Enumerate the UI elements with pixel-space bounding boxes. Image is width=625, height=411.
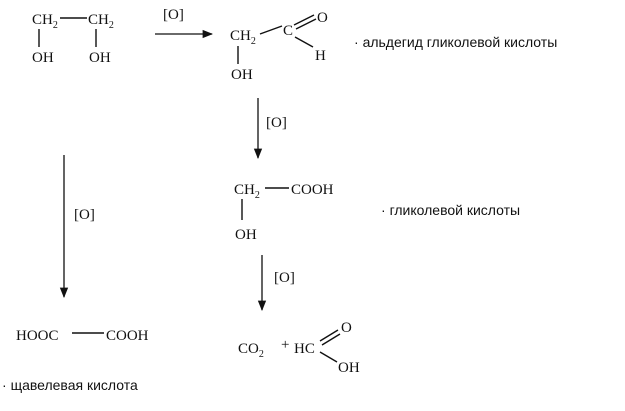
glycolic-acid: CH2 COOH OH · гликолевой кислоты	[234, 182, 520, 243]
arrow1-reagent: [O]	[163, 7, 184, 23]
aldehyde-co-bond-2	[295, 18, 317, 30]
acid-ch2: CH2	[234, 182, 260, 201]
aldehyde-cc-bond	[259, 25, 283, 35]
co2: CO2	[238, 341, 264, 360]
final-products: CO2 + HC O OH	[238, 320, 360, 376]
arrow-aldehyde-to-acid: [O]	[253, 98, 287, 160]
plus-sign: +	[281, 337, 289, 353]
arrow-glycol-to-oxalic: [O]	[59, 155, 95, 299]
aldehyde-co-bond-1	[293, 14, 315, 26]
aldehyde-ch-bond	[294, 36, 314, 48]
acid-oh: OH	[235, 227, 257, 243]
arrow-glycol-to-aldehyde: [O]	[155, 7, 214, 39]
arrow3-reagent: [O]	[274, 270, 295, 286]
oxalic-acid: HOOC COOH · щавелевая кислота	[2, 328, 149, 393]
aldehyde-oh: OH	[231, 67, 253, 83]
arrow-acid-to-products: [O]	[257, 255, 295, 312]
aldehyde-label: · альдегид гликолевой кислоты	[354, 34, 557, 50]
acid-cooh: COOH	[291, 182, 334, 198]
acid-label: · гликолевой кислоты	[381, 202, 520, 218]
glycol-ch2-left: CH2	[32, 12, 58, 31]
aldehyde-o: O	[317, 10, 328, 26]
aldehyde-h: H	[315, 48, 326, 64]
ethylene-glycol: CH2 CH2 OH OH	[32, 12, 114, 66]
aldehyde-c: C	[283, 23, 293, 39]
formic-co-bond-1	[319, 329, 339, 342]
glycol-oh-left: OH	[32, 50, 54, 66]
formic-co-bond-2	[321, 333, 341, 346]
arrow4-reagent: [O]	[74, 207, 95, 223]
oxalic-cooh: COOH	[106, 328, 149, 344]
glycol-ch2-right: CH2	[88, 12, 114, 31]
formic-oh: OH	[338, 360, 360, 376]
formic-hc: HC	[294, 341, 315, 357]
oxalic-label: · щавелевая кислота	[2, 377, 138, 393]
aldehyde-ch2: CH2	[230, 28, 256, 47]
oxalic-hooc: HOOC	[16, 328, 59, 344]
formic-o: O	[341, 320, 352, 336]
formic-coh-bond	[319, 351, 338, 363]
glycolaldehyde: CH2 C O H OH · альдегид гликолевой кисло…	[230, 10, 557, 83]
glycol-oh-right: OH	[89, 50, 111, 66]
arrow2-reagent: [O]	[266, 115, 287, 131]
